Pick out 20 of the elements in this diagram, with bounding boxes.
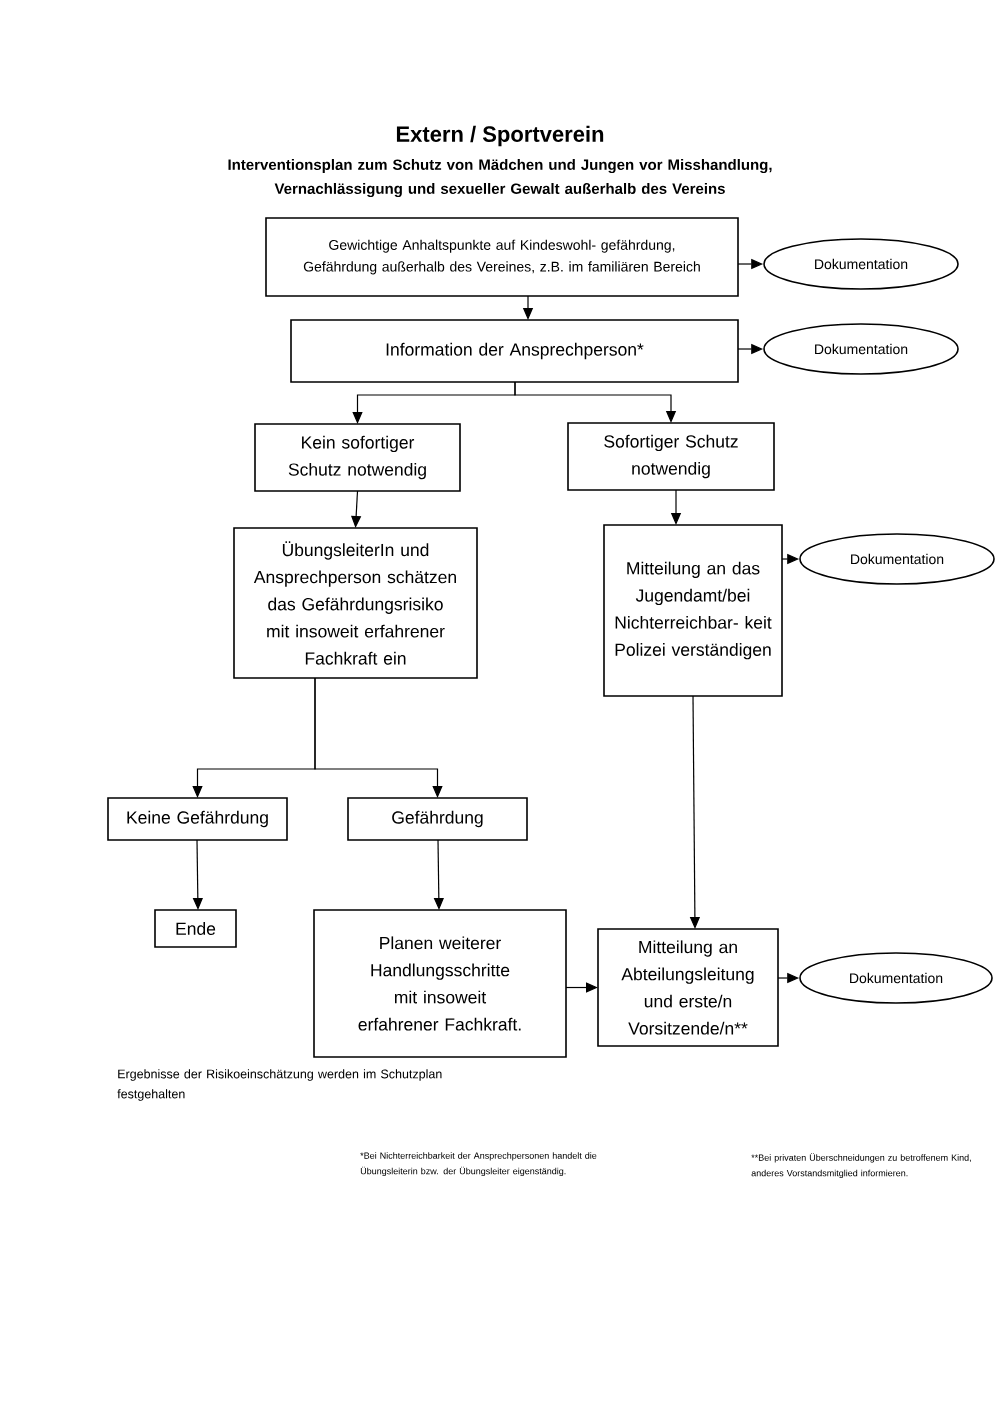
title: Extern / Sportverein [396, 125, 604, 147]
process-box: Gefährdung [347, 797, 528, 841]
process-box: Ende [154, 909, 237, 948]
arrow [565, 982, 598, 993]
subtitle: Interventionsplan zum Schutz von Mädchen und Jungen vor Misshandlung, Vernachlässigung und sexueller Gewalt außerhalb des Vereins [228, 159, 772, 198]
process-box: Planen weiterer Handlungsschritte mit insoweit erfahrener Fachkraft. [313, 909, 567, 1058]
arrow [314, 677, 443, 798]
process-box: Information der Ansprechperson* [290, 319, 739, 383]
arrow [514, 381, 677, 423]
process-box: Gewichtige Anhaltspunkte auf Kindeswohl- gefährdung, Gefährdung außerhalb des Vereines, z.B. im familiären Bereich [265, 217, 739, 297]
arrow [351, 490, 362, 528]
process-box: Mitteilung an das Jugendamt/bei Nichterreichbar- keit Polizei verständigen [603, 524, 783, 697]
process-box: Mitteilung an Abteilungsleitung und erste/n Vorsitzende/n** [597, 928, 779, 1047]
process-box: Sofortiger Schutz notwendig [567, 422, 775, 491]
footnote: *Bei Nichterreichbarkeit der Ansprechpersonen handelt die Übungsleiterin bzw. der Übungsleiter eigenständig. [360, 1152, 597, 1177]
process-box: ÜbungsleiterIn und Ansprechperson schätzen das Gefährdungsrisiko mit insoweit erfahrener Fachkraft ein [233, 527, 478, 679]
process-box: Keine Gefährdung [107, 797, 288, 841]
footnote: **Bei privaten Überschneidungen zu betroffenem Kind, anderes Vorstandsmitglied informieren. [751, 1153, 971, 1179]
note: Ergebnisse der Risikoeinschätzung werden im Schutzplan festgehalten [117, 1069, 442, 1101]
process-box: Kein sofortiger Schutz notwendig [254, 423, 461, 492]
